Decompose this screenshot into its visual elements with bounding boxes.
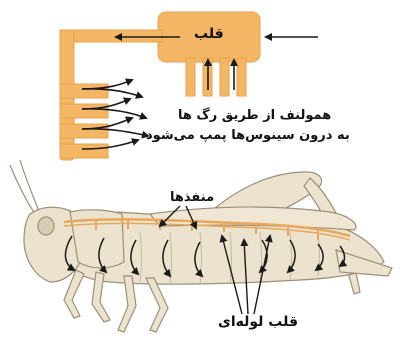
middle-leg bbox=[146, 278, 168, 332]
heart-tube bbox=[186, 58, 195, 96]
antenna bbox=[10, 165, 36, 216]
hemolymph-label-line1: همولنف از طریق رگ ها bbox=[178, 108, 331, 123]
middle-leg bbox=[118, 276, 136, 332]
heart-tube bbox=[220, 58, 229, 96]
vessel-branch bbox=[60, 104, 108, 118]
tubular-heart-label: قلب لوله‌ای bbox=[218, 314, 298, 330]
aorta-vessel bbox=[60, 30, 162, 42]
vessel-branch bbox=[60, 84, 108, 98]
heart-label: قلب bbox=[194, 26, 224, 42]
eye bbox=[38, 217, 54, 235]
hemolymph-label-line2: به درون سینوس‌ها پمپ می‌شود bbox=[146, 128, 350, 143]
vessel-branch bbox=[60, 124, 108, 138]
vessel-branch bbox=[60, 144, 108, 158]
ostia-label: منفذها bbox=[170, 190, 214, 205]
heart-tube bbox=[237, 58, 246, 96]
